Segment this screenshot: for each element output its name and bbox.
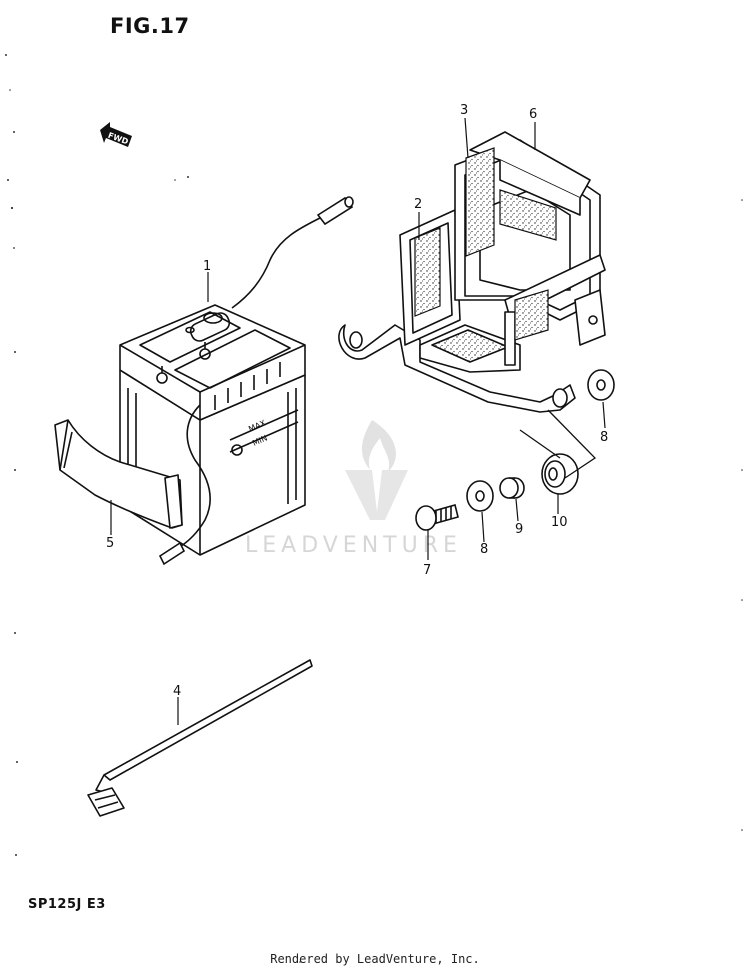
washer-lower [466, 480, 494, 512]
callout-4: 4 [173, 684, 181, 699]
callout-5: 5 [106, 536, 114, 551]
callout-8-upper: 8 [600, 430, 608, 445]
battery-drain-tube [158, 404, 211, 566]
callout-6: 6 [529, 107, 537, 122]
scan-specks [5, 54, 743, 963]
callout-9: 9 [515, 522, 523, 537]
collar [499, 477, 525, 499]
grommet [541, 453, 579, 495]
callout-8-lower: 8 [480, 542, 488, 557]
callout-7: 7 [423, 563, 431, 578]
callout-1: 1 [203, 259, 211, 274]
fwd-label: FWD [107, 131, 130, 147]
model-code: SP125J E3 [28, 897, 106, 912]
rubber-pads [414, 147, 557, 341]
fwd-arrow-icon: FWD [100, 122, 132, 147]
battery-band [54, 419, 183, 529]
battery-vent-tube [231, 196, 354, 309]
washer-upper [587, 369, 615, 401]
bolt [415, 504, 459, 531]
callout-10: 10 [551, 515, 568, 530]
callouts: 1 2 3 4 5 6 7 8 8 9 10 [106, 103, 608, 699]
assembly-lines [519, 409, 597, 479]
battery-holder-cushion [469, 131, 591, 216]
callout-3: 3 [460, 103, 468, 118]
leader-lines [110, 117, 606, 725]
footer-credit: Rendered by LeadVenture, Inc. [270, 952, 480, 966]
harness-strap [87, 659, 313, 817]
callout-2: 2 [414, 197, 422, 212]
watermark-logo: LEADVENTURE [245, 420, 462, 558]
figure-title: FIG.17 [110, 14, 190, 38]
watermark-text: LEADVENTURE [245, 533, 462, 558]
